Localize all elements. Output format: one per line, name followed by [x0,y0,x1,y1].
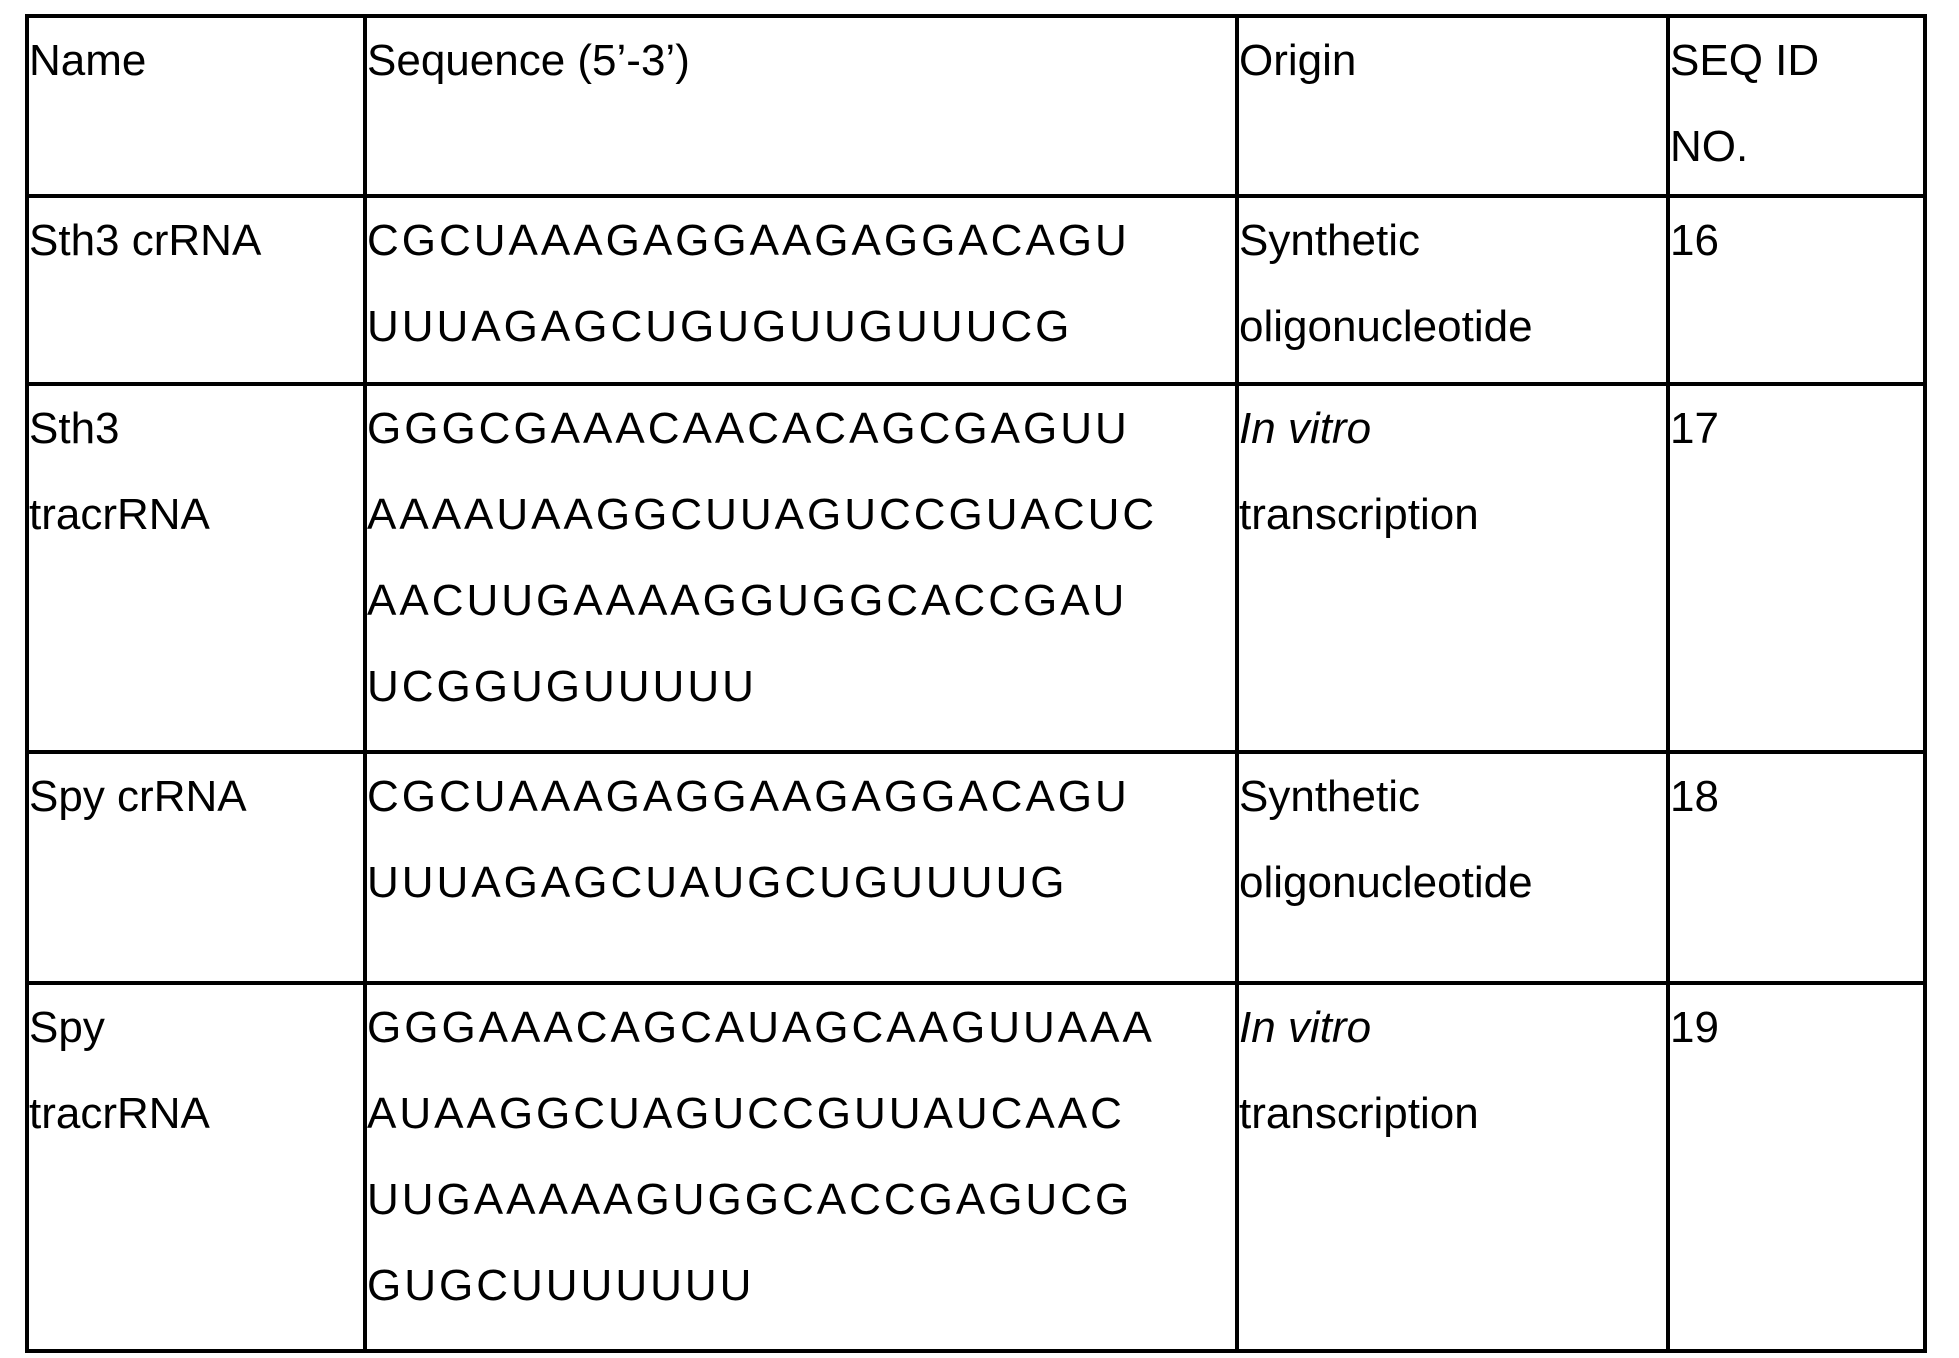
header-seq-id-line2: NO. [1670,122,1749,171]
sequence-line: CGCUAAAGAGGAAGAGGACAGU [367,216,1130,265]
header-seq-id: SEQ ID NO. [1666,14,1927,198]
sequence-line: CGCUAAAGAGGAAGAGGACAGU [367,772,1130,821]
table-row: Sth3 tracrRNA GGGCGAAACAACACAGCGAGUU AAA… [25,382,1927,754]
sequence-line: AAAAUAAGGCUUAGUCCGUACUC [367,490,1158,539]
sequence-line: UCGGUGUUUUU [367,662,757,711]
header-sequence-label: Sequence (5’-3’) [367,36,690,85]
sequence-line: UUGAAAAAGUGGCACCGAGUCG [367,1175,1133,1224]
header-name: Name [25,14,367,198]
cell-seq-id: 16 [1666,194,1927,386]
seq-id-value: 18 [1670,772,1719,821]
table-header-row: Name Sequence (5’-3’) Origin SEQ ID NO. [25,14,1927,198]
cell-seq-id: 18 [1666,750,1927,985]
seq-id-value: 16 [1670,216,1719,265]
header-origin-label: Origin [1239,36,1357,85]
row-name: tracrRNA [29,1089,210,1138]
origin-line: In vitro [1239,404,1372,453]
sequence-table: Name Sequence (5’-3’) Origin SEQ ID NO. … [25,14,1927,1353]
sequence-line: UUUAGAGCUAUGCUGUUUUG [367,858,1068,907]
cell-origin: Synthetic oligonucleotide [1235,750,1670,985]
cell-seq-id: 17 [1666,382,1927,754]
cell-name: Spy crRNA [25,750,367,985]
table-row: Spy crRNA CGCUAAAGAGGAAGAGGACAGU UUUAGAG… [25,750,1927,985]
cell-origin: In vitro transcription [1235,382,1670,754]
origin-line: transcription [1239,490,1479,539]
table-row: Spy tracrRNA GGGAAACAGCAUAGCAAGUUAAA AUA… [25,981,1927,1353]
sequence-line: GGGCGAAACAACACAGCGAGUU [367,404,1130,453]
header-name-label: Name [29,36,147,85]
origin-line: Synthetic [1239,772,1420,821]
cell-origin: In vitro transcription [1235,981,1670,1353]
cell-sequence: GGGAAACAGCAUAGCAAGUUAAA AUAAGGCUAGUCCGUU… [363,981,1239,1353]
cell-sequence: GGGCGAAACAACACAGCGAGUU AAAAUAAGGCUUAGUCC… [363,382,1239,754]
cell-name: Spy tracrRNA [25,981,367,1353]
origin-line: oligonucleotide [1239,302,1533,351]
table-row: Sth3 crRNA CGCUAAAGAGGAAGAGGACAGU UUUAGA… [25,194,1927,386]
origin-line: In vitro [1239,1003,1372,1052]
sequence-line: GUGCUUUUUUU [367,1261,755,1310]
cell-name: Sth3 crRNA [25,194,367,386]
sequence-line: AACUUGAAAAGGUGGCACCGAU [367,576,1128,625]
header-origin: Origin [1235,14,1670,198]
sequence-line: AUAAGGCUAGUCCGUUAUCAAC [367,1089,1125,1138]
row-name: Spy crRNA [29,772,247,821]
header-seq-id-line1: SEQ ID [1670,36,1820,85]
row-name: Sth3 crRNA [29,216,262,265]
seq-id-value: 19 [1670,1003,1719,1052]
row-name: Spy [29,1003,105,1052]
origin-line: oligonucleotide [1239,858,1533,907]
row-name: Sth3 [29,404,120,453]
cell-sequence: CGCUAAAGAGGAAGAGGACAGU UUUAGAGCUGUGUUGUU… [363,194,1239,386]
sequence-line: GGGAAACAGCAUAGCAAGUUAAA [367,1003,1155,1052]
cell-sequence: CGCUAAAGAGGAAGAGGACAGU UUUAGAGCUAUGCUGUU… [363,750,1239,985]
seq-id-value: 17 [1670,404,1719,453]
row-name: tracrRNA [29,490,210,539]
header-sequence: Sequence (5’-3’) [363,14,1239,198]
sequence-line: UUUAGAGCUGUGUUGUUUCG [367,302,1073,351]
cell-origin: Synthetic oligonucleotide [1235,194,1670,386]
cell-seq-id: 19 [1666,981,1927,1353]
origin-line: transcription [1239,1089,1479,1138]
origin-line: Synthetic [1239,216,1420,265]
cell-name: Sth3 tracrRNA [25,382,367,754]
